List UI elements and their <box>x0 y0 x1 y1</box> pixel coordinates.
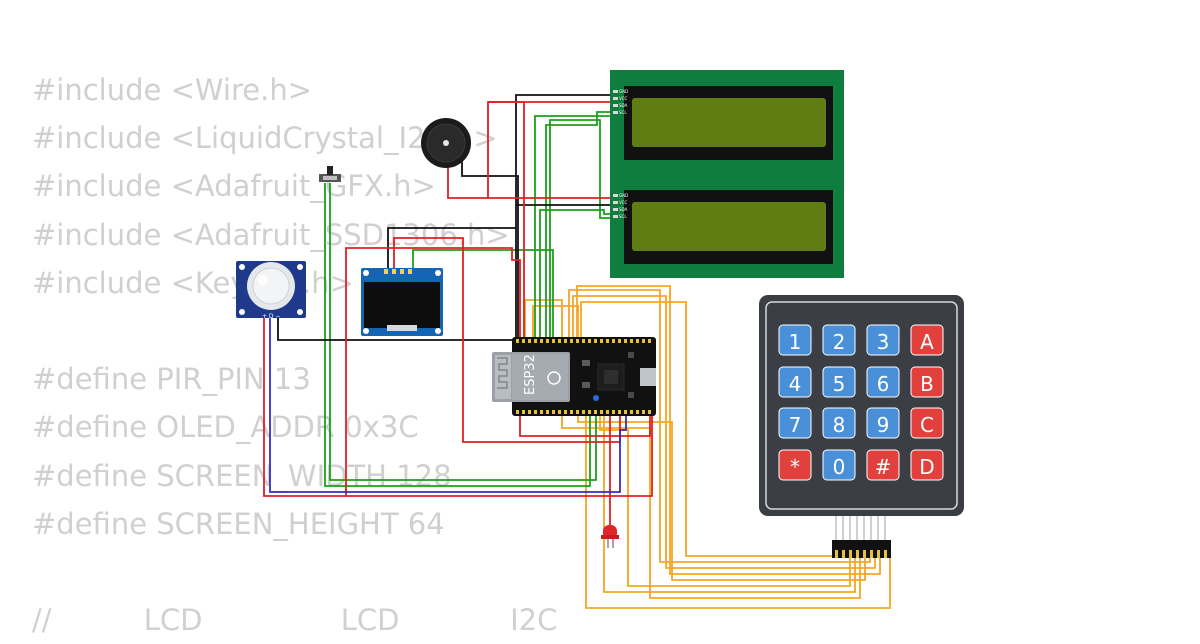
wires <box>263 94 891 609</box>
key-star[interactable]: * <box>778 449 812 481</box>
key-c[interactable]: C <box>910 407 944 439</box>
esp32-label: ESP32 <box>523 354 538 395</box>
key-label: 2 <box>833 330 846 354</box>
key-label: C <box>920 413 934 437</box>
keypad-row-3: 7 8 9 C <box>778 407 944 439</box>
key-label: 6 <box>877 372 890 396</box>
lcd2-pin-sda: SDA <box>619 207 628 212</box>
keypad-row-2: 4 5 6 B <box>778 366 944 398</box>
black-wires <box>277 94 618 341</box>
keypad-row-4: * 0 # D <box>778 449 944 481</box>
key-d[interactable]: D <box>910 449 944 481</box>
key-label: 4 <box>789 372 802 396</box>
key-label: 9 <box>877 413 890 437</box>
lcd1-pin-scl: SCL <box>619 110 627 115</box>
lcd2-pin-gnd: GND <box>619 193 628 198</box>
pir-sensor-icon: + D − <box>236 261 306 320</box>
code-line: #include <Wire.h> <box>32 73 313 107</box>
key-8[interactable]: 8 <box>822 407 856 439</box>
key-label: 1 <box>789 330 802 354</box>
lcd2-pin-scl: SCL <box>619 214 627 219</box>
blue-wire <box>269 318 627 493</box>
key-label: 5 <box>833 372 846 396</box>
key-5[interactable]: 5 <box>822 366 856 398</box>
key-3[interactable]: 3 <box>866 324 900 356</box>
key-label: 3 <box>877 330 890 354</box>
code-line: #define OLED_ADDR 0x3C <box>32 410 419 445</box>
key-label: # <box>875 455 892 479</box>
buzzer-icon <box>421 118 471 168</box>
key-label: D <box>919 455 934 479</box>
key-9[interactable]: 9 <box>866 407 900 439</box>
key-label: A <box>920 330 934 354</box>
esp32-board-icon: ESP32 <box>492 337 656 416</box>
circuit-diagram: GND VCC SDA SCL GND VCC SDA SCL + D − <box>236 70 964 609</box>
keypad-row-1: 1 2 3 A <box>778 324 944 356</box>
lcd-pin-headers <box>613 90 618 218</box>
led-icon <box>601 525 619 548</box>
key-label: 7 <box>789 413 802 437</box>
key-label: 0 <box>833 455 846 479</box>
code-line: #define PIR_PIN 13 <box>32 362 311 397</box>
lcd-display-icon: GND VCC SDA SCL GND VCC SDA SCL <box>610 70 844 278</box>
key-a[interactable]: A <box>910 324 944 356</box>
lcd1-pin-gnd: GND <box>619 89 628 94</box>
key-6[interactable]: 6 <box>866 366 900 398</box>
lcd1-pin-sda: SDA <box>619 103 628 108</box>
oled-display-icon <box>361 268 443 336</box>
key-label: * <box>790 455 800 479</box>
key-2[interactable]: 2 <box>822 324 856 356</box>
key-1[interactable]: 1 <box>778 324 812 356</box>
lcd2-pin-vcc: VCC <box>619 200 628 205</box>
key-label: B <box>920 372 934 396</box>
switch-icon <box>319 166 341 182</box>
green-wires <box>324 111 618 487</box>
key-hash[interactable]: # <box>866 449 900 481</box>
svg-text:+ D −: + D − <box>262 313 281 320</box>
key-label: 8 <box>833 413 846 437</box>
code-line: #include <Adafruit_SSD1306.h> <box>32 217 510 252</box>
code-line: #define SCREEN_HEIGHT 64 <box>32 506 445 541</box>
key-4[interactable]: 4 <box>778 366 812 398</box>
key-0[interactable]: 0 <box>822 449 856 481</box>
keypad-icon: 1 2 3 A 4 5 6 B 7 8 9 C * 0 # D <box>759 295 964 558</box>
code-line: #include <Adafruit_GFX.h> <box>32 169 436 204</box>
key-7[interactable]: 7 <box>778 407 812 439</box>
key-b[interactable]: B <box>910 366 944 398</box>
lcd1-pin-vcc: VCC <box>619 96 628 101</box>
red-wires <box>263 101 653 528</box>
